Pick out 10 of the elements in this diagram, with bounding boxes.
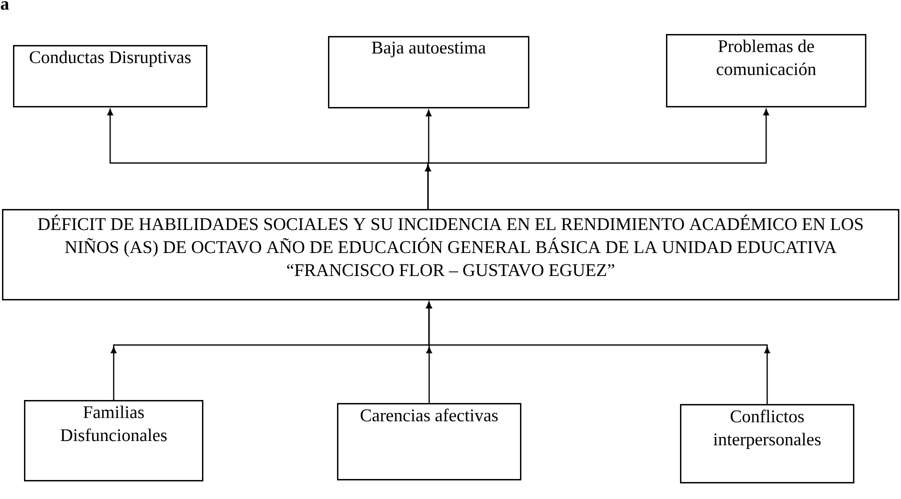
cause-box: Carencias afectivas <box>337 403 522 480</box>
effect-box: Baja autoestima <box>328 36 530 108</box>
effect-box: Conductas Disruptivas <box>13 45 208 108</box>
cause-box: Familias Disfuncionales <box>24 400 204 482</box>
arrow <box>425 108 769 209</box>
effect-box: Problemas de comunicación <box>666 34 866 108</box>
arrow <box>426 302 770 404</box>
problem-box: DÉFICIT DE HABILIDADES SOCIALES Y SU INCIDENCIA EN EL RENDIMIENTO ACADÉMICO EN LOS NIÑOS (AS) DE OCTAVO AÑO DE EDUCACIÓN GENERAL BÁSICA DE LA UNIDAD EDUCATIVA “FRANCISCO FLOR – GUSTAVO EGUEZ” <box>2 209 900 300</box>
cause-box: Conflictos interpersonales <box>680 404 854 484</box>
label-text: a <box>0 1 9 10</box>
